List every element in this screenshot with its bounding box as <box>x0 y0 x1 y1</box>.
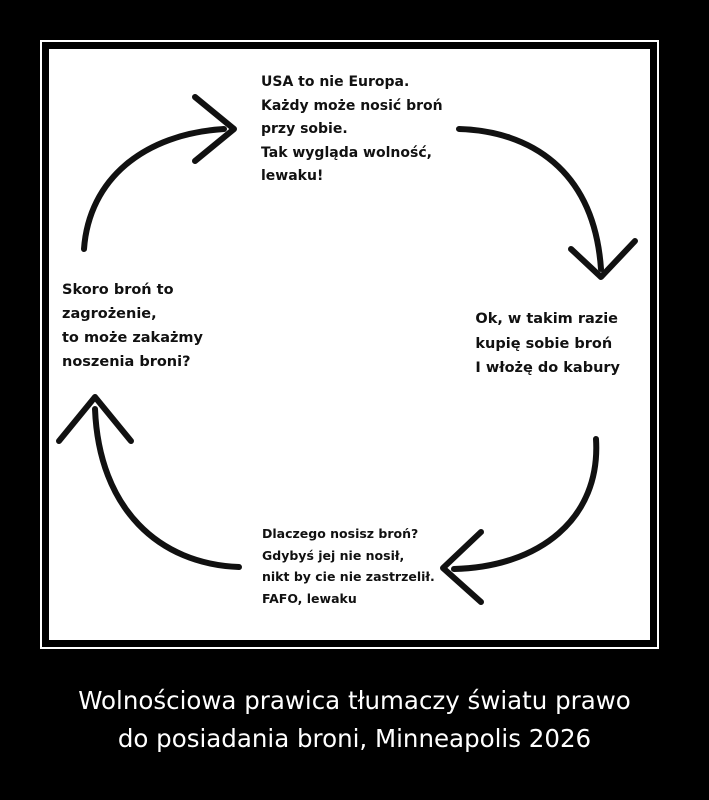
node-text-line: Tak wygląda wolność, <box>261 144 432 161</box>
cycle-node-right: Ok, w takim razie kupię sobie broń I wło… <box>475 307 620 381</box>
poster-caption: Wolnościowa prawica tłumaczy światu praw… <box>0 682 709 758</box>
edge-right-bottom-arrow <box>451 436 600 572</box>
node-text-line: przy sobie. <box>261 121 348 137</box>
cycle-node-bottom: Dlaczego nosisz broń? Gdybyś jej nie nos… <box>262 523 435 609</box>
node-text-line: USA to nie Europa. <box>261 74 410 90</box>
cycle-node-top: USA to nie Europa. Każdy może nosić broń… <box>261 71 443 189</box>
edge-bottom-left-arrow <box>92 406 242 570</box>
caption-line: Wolnościowa prawica tłumaczy światu praw… <box>78 686 631 715</box>
caption-line: do posiadania broni, Minneapolis 2026 <box>117 724 592 753</box>
node-text-line: I włożę do kabury <box>475 360 620 376</box>
node-text-line: to może zakażmy <box>62 330 203 346</box>
cycle-node-left: Skoro broń to zagrożenie, to może zakażm… <box>62 278 203 374</box>
node-text-line: Gdybyś jej nie nosił, <box>262 547 405 563</box>
edge-bottom-left-arrowhead <box>56 394 134 444</box>
cycle-arrows <box>56 94 638 605</box>
poster-frame <box>40 40 659 649</box>
edge-left-top-arrow <box>81 126 227 252</box>
node-text-line: FAFO, lewaku <box>262 590 357 606</box>
node-text-line: nikt by cie nie zastrzelił. <box>262 569 435 584</box>
node-text-line: Ok, w takim razie <box>475 311 619 327</box>
edge-right-bottom-arrowhead <box>440 529 484 605</box>
edge-top-right-arrowhead <box>568 238 638 280</box>
node-text-line: lewaku! <box>261 168 324 184</box>
node-text-line: Każdy może nosić broń <box>261 97 443 114</box>
node-text-line: Skoro broń to <box>62 282 174 298</box>
node-text-line: zagrożenie, <box>62 306 157 322</box>
edge-top-right-arrow <box>456 126 604 272</box>
node-text-line: Dlaczego nosisz broń? <box>262 526 419 541</box>
edge-left-top-arrowhead <box>192 94 237 164</box>
diagram-panel: USA to nie Europa. Każdy może nosić broń… <box>49 49 650 640</box>
node-text-line: kupię sobie broń <box>475 335 613 352</box>
node-text-line: noszenia broni? <box>62 354 191 370</box>
